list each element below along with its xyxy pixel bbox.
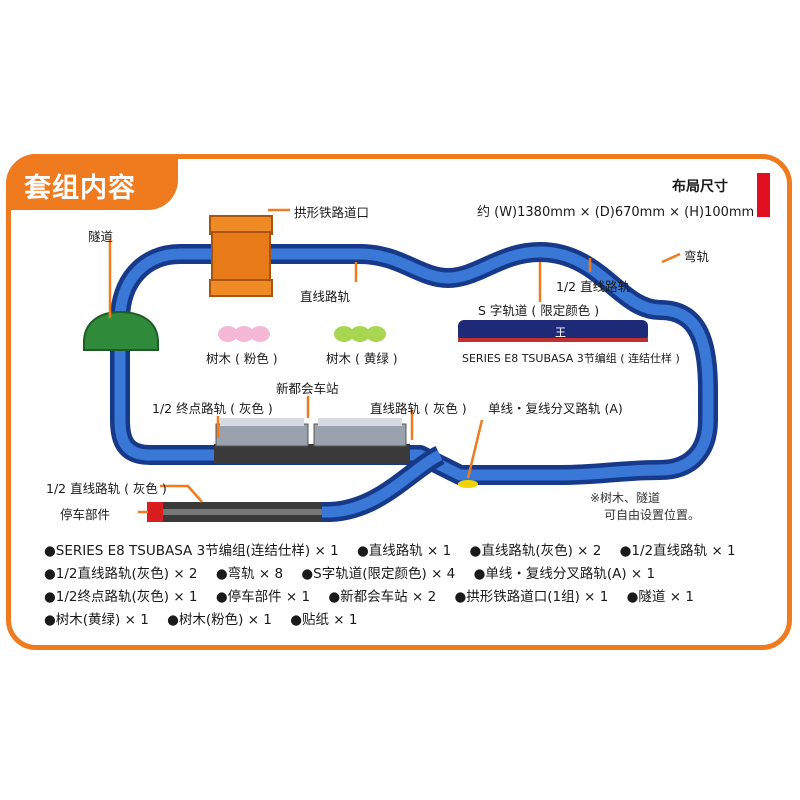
list-item: ●新都会车站 × 2: [328, 589, 437, 605]
list-item: ●单线・复线分叉路轨(A) × 1: [473, 566, 656, 582]
tree-yellow-green: [334, 326, 386, 342]
contents-row: ●SERIES E8 TSUBASA 3节编组(连结仕样) × 1 ●直线路轨 …: [44, 540, 784, 563]
curve-rail-label: 弯轨: [684, 249, 710, 264]
tree-yellow-label: 树木 ( 黄绿 ): [326, 351, 398, 366]
list-item: ●拱形铁路道口(1组) × 1: [454, 589, 609, 605]
station-label: 新都会车站: [276, 381, 339, 396]
arch-crossing: [209, 215, 273, 297]
half-straight-label: 1/2 直线路轨: [556, 279, 631, 294]
tree-pink: [218, 326, 270, 342]
train-model: [458, 320, 648, 342]
list-item: ●直线路轨(灰色) × 2: [469, 543, 602, 559]
tunnel-label: 隧道: [88, 229, 114, 244]
straight-grey-label: 直线路轨 ( 灰色 ): [370, 401, 467, 416]
half-end-grey-label: 1/2 终点路轨 ( 灰色 ): [152, 401, 273, 416]
grey-station-track: [214, 444, 410, 464]
list-item: ●1/2直线路轨 × 1: [619, 543, 736, 559]
list-item: ●隧道 × 1: [626, 589, 694, 605]
straight-rail-label: 直线路轨: [300, 289, 351, 304]
contents-row: ●1/2终点路轨(灰色) × 1 ●停车部件 × 1 ●新都会车站 × 2 ●拱…: [44, 586, 784, 609]
list-item: ●弯轨 × 8: [215, 566, 284, 582]
layout-size-marker: [757, 173, 770, 217]
stopper-label: 停车部件: [60, 507, 111, 522]
train-label: SERIES E8 TSUBASA 3节编组 ( 连结仕样 ): [462, 352, 680, 365]
list-item: ●1/2直线路轨(灰色) × 2: [44, 566, 198, 582]
station-platforms: [215, 418, 407, 447]
note-line-2: 可自由设置位置。: [604, 508, 701, 522]
title-tab: [6, 154, 178, 210]
tunnel: [83, 310, 159, 351]
stopper-part: [147, 502, 163, 522]
list-item: ●树木(黄绿) × 1: [44, 612, 149, 628]
contents-row: ●树木(黄绿) × 1 ●树木(粉色) × 1 ●贴纸 × 1: [44, 609, 784, 632]
train-badge: 王: [555, 326, 566, 339]
contents-list: ●SERIES E8 TSUBASA 3节编组(连结仕样) × 1 ●直线路轨 …: [44, 540, 784, 632]
list-item: ●S字轨道(限定颜色) × 4: [301, 566, 456, 582]
list-item: ●停车部件 × 1: [215, 589, 311, 605]
list-item: ●树木(粉色) × 1: [167, 612, 272, 628]
layout-size-label: 布局尺寸: [672, 179, 728, 195]
layout-size-value: 约 (W)1380mm × (D)670mm × (H)100mm: [477, 205, 755, 220]
switch-rail-label: 单线・复线分叉路轨 (A): [488, 401, 623, 416]
content-frame: [6, 154, 792, 650]
list-item: ●贴纸 × 1: [290, 612, 358, 628]
list-item: ●1/2终点路轨(灰色) × 1: [44, 589, 198, 605]
contents-row: ●1/2直线路轨(灰色) × 2 ●弯轨 × 8 ●S字轨道(限定颜色) × 4…: [44, 563, 784, 586]
list-item: ●SERIES E8 TSUBASA 3节编组(连结仕样) × 1: [44, 543, 339, 559]
arch-crossing-label: 拱形铁路道口: [294, 205, 370, 220]
list-item: ●直线路轨 × 1: [356, 543, 452, 559]
placement-note: ※树木、隧道 可自由设置位置。: [590, 490, 700, 524]
half-straight-grey-label: 1/2 直线路轨 ( 灰色 ): [46, 481, 167, 496]
page-title: 套组内容: [24, 173, 136, 204]
note-line-1: ※树木、隧道: [590, 491, 661, 505]
s-rail-label: S 字轨道 ( 限定颜色 ): [478, 303, 600, 318]
switch-lever: [458, 480, 478, 488]
leader-lines: [108, 208, 681, 514]
tree-pink-label: 树木 ( 粉色 ): [206, 351, 278, 366]
